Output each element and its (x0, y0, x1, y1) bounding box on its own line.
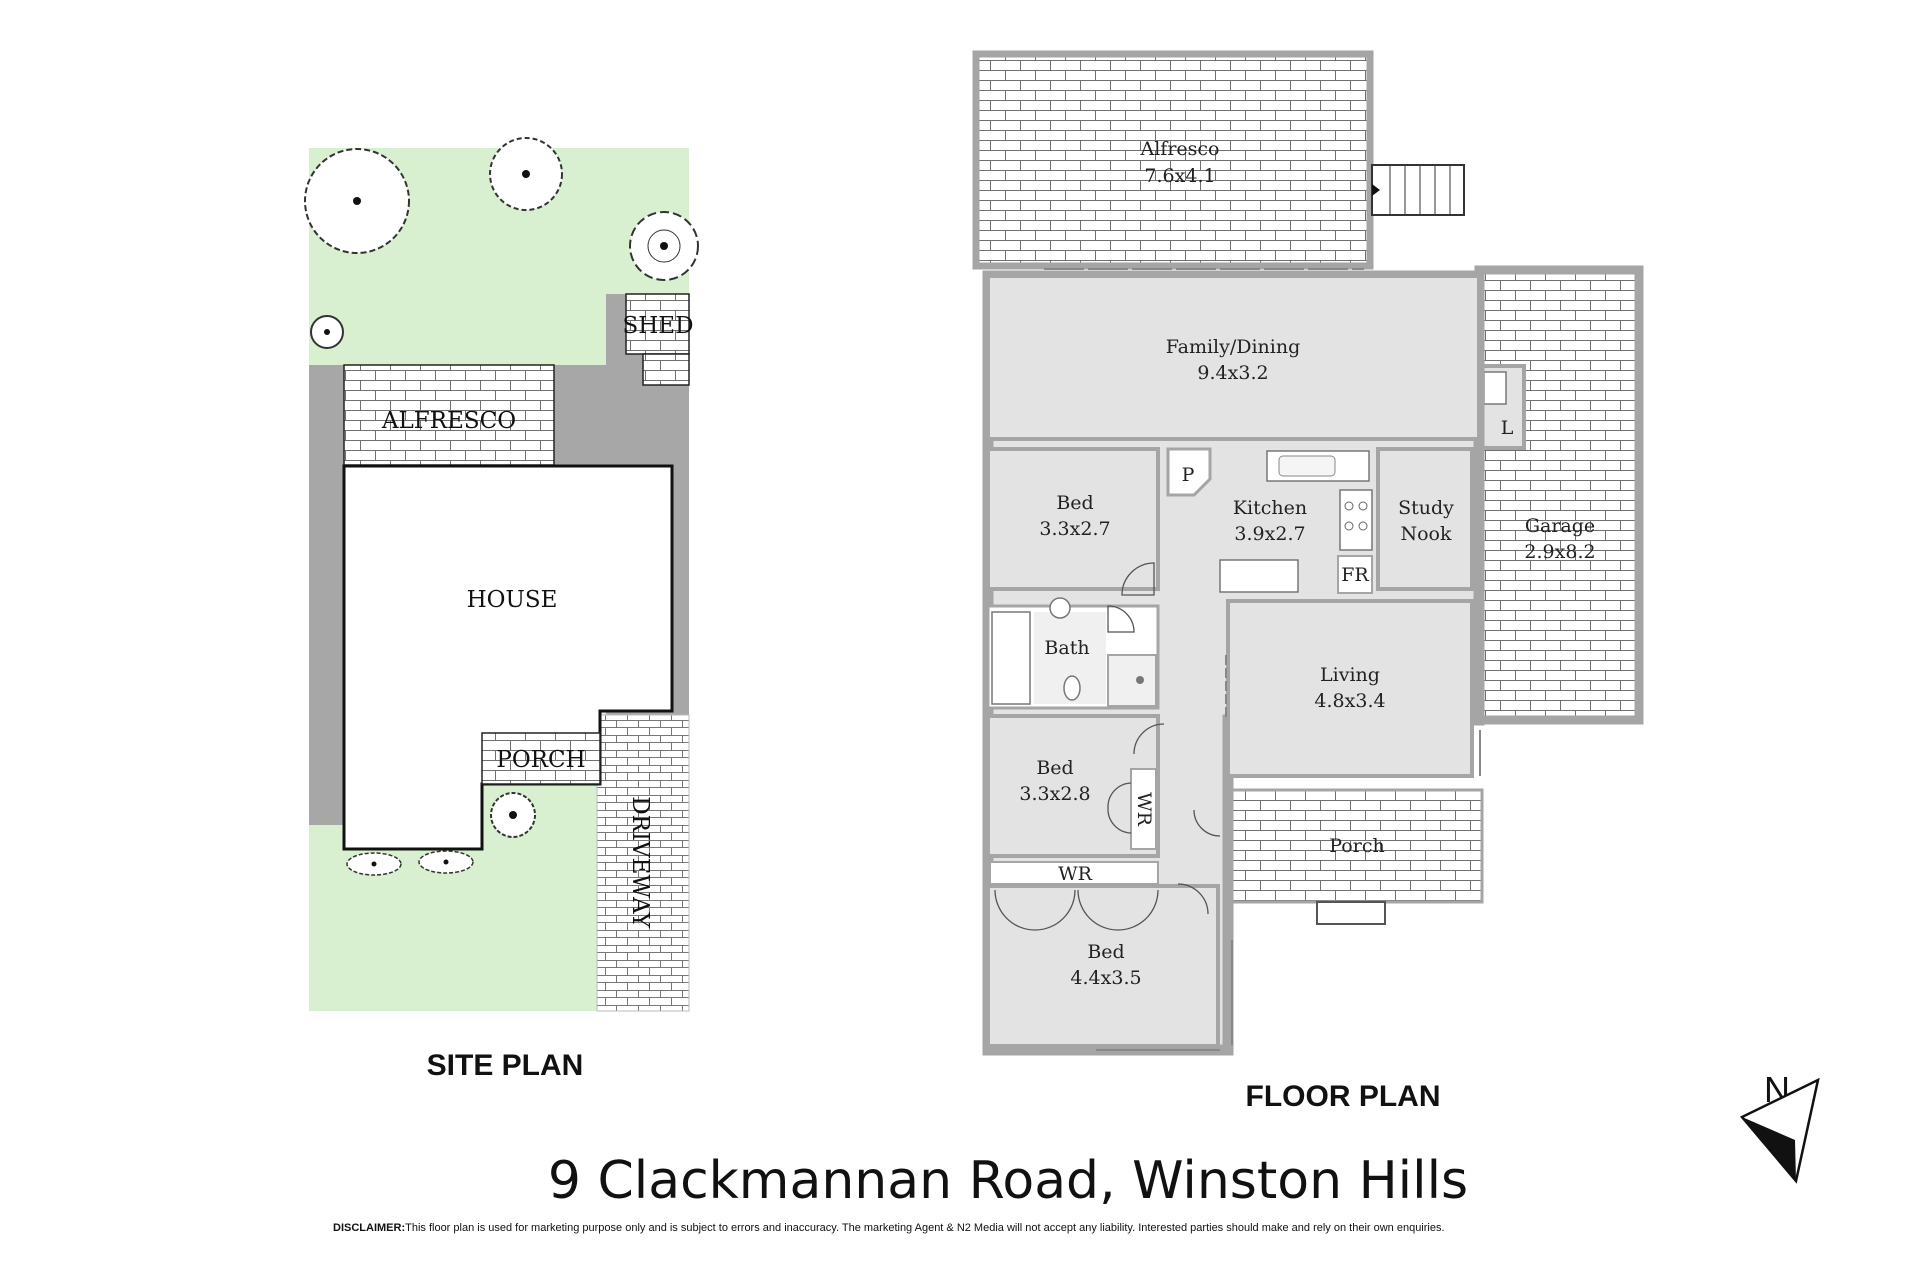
site-house-label: HOUSE (467, 587, 558, 613)
site-plan-heading: SITE PLAN (427, 1049, 584, 1082)
bed-2-label: Bed (1036, 757, 1073, 779)
site-porch-label: PORCH (496, 747, 585, 773)
site-porch (481, 732, 601, 785)
garage (1474, 265, 1644, 725)
alfresco-steps (1371, 164, 1465, 216)
living-size: 4.8x3.4 (1314, 690, 1385, 712)
site-alfresco (343, 364, 555, 466)
study-nook (1376, 447, 1474, 591)
garage-size: 2.9x8.2 (1524, 541, 1595, 563)
site-driveway-label: DRIVEWAY (627, 796, 653, 928)
living-label: Living (1320, 664, 1380, 686)
disclaimer: DISCLAIMER:This floor plan is used for m… (333, 1222, 1445, 1234)
pantry-label: P (1182, 464, 1195, 486)
palm-tree-icon (629, 211, 699, 281)
laundry-tub (1483, 371, 1507, 405)
bed-3-size: 4.4x3.5 (1070, 967, 1141, 989)
site-alfresco-label: ALFRESCO (381, 408, 516, 434)
floor-plan-heading: FLOOR PLAN (1246, 1080, 1441, 1113)
family-dining-label: Family/Dining (1166, 336, 1301, 358)
fridge (1337, 555, 1373, 594)
wardrobe-2-label: WR (1058, 863, 1093, 885)
site-plan: ALFRESCO SHED DRIVEWAY HOUSE PORCH (304, 137, 699, 1082)
shrub-icon (310, 315, 344, 349)
bed-2-size: 3.3x2.8 (1019, 783, 1090, 805)
tree-icon (304, 148, 410, 254)
pantry (1166, 447, 1212, 497)
disclaimer-text: This floor plan is used for marketing pu… (405, 1222, 1444, 1234)
disclaimer-label: DISCLAIMER: (333, 1222, 405, 1234)
family-dining (986, 274, 1481, 441)
family-dining-size: 9.4x3.2 (1197, 362, 1268, 384)
bed-1-label: Bed (1056, 492, 1093, 514)
living (1226, 599, 1474, 778)
study-label-line2: Nook (1400, 523, 1452, 545)
shrub-icon (418, 850, 474, 874)
side-path-left (309, 465, 344, 825)
laundry-label: L (1501, 417, 1514, 439)
wardrobe-1-label: WR (1133, 792, 1155, 827)
site-shed-step (642, 353, 690, 386)
alfresco-size: 7.6x4.1 (1144, 165, 1215, 187)
cooktop (1339, 489, 1373, 551)
bed-3 (986, 884, 1220, 1048)
toilet (1063, 675, 1081, 701)
compass-north-icon: N (1740, 1069, 1820, 1184)
garage-label: Garage (1525, 515, 1595, 537)
bed-1 (986, 447, 1160, 591)
site-shed-label: SHED (622, 313, 693, 339)
site-driveway (596, 714, 690, 1012)
bath-label: Bath (1044, 637, 1089, 659)
shrub-icon (346, 852, 402, 876)
basin (1049, 597, 1071, 619)
kitchen-label: Kitchen (1233, 497, 1307, 519)
alfresco (972, 50, 1374, 270)
floor-plan: Alfresco 7.6x4.1 Garage 2.9x8.2 L Family… (972, 50, 1644, 1113)
kitchen-island (1219, 559, 1299, 593)
fridge-label: FR (1341, 564, 1369, 586)
property-address: 9 Clackmannan Road, Winston Hills (548, 1151, 1468, 1211)
shrub-icon (490, 792, 536, 838)
alfresco-label: Alfresco (1140, 138, 1220, 160)
bed-3-label: Bed (1087, 941, 1124, 963)
porch-label: Porch (1329, 835, 1384, 857)
shower (1107, 654, 1157, 707)
porch (1230, 788, 1484, 904)
study-label: Study (1398, 497, 1454, 519)
bed-1-size: 3.3x2.7 (1039, 518, 1110, 540)
tree-icon (489, 137, 563, 211)
wardrobe-1 (1130, 768, 1157, 850)
bathtub (991, 611, 1031, 705)
porch-step (1316, 901, 1386, 925)
kitchen-size: 3.9x2.7 (1234, 523, 1305, 545)
